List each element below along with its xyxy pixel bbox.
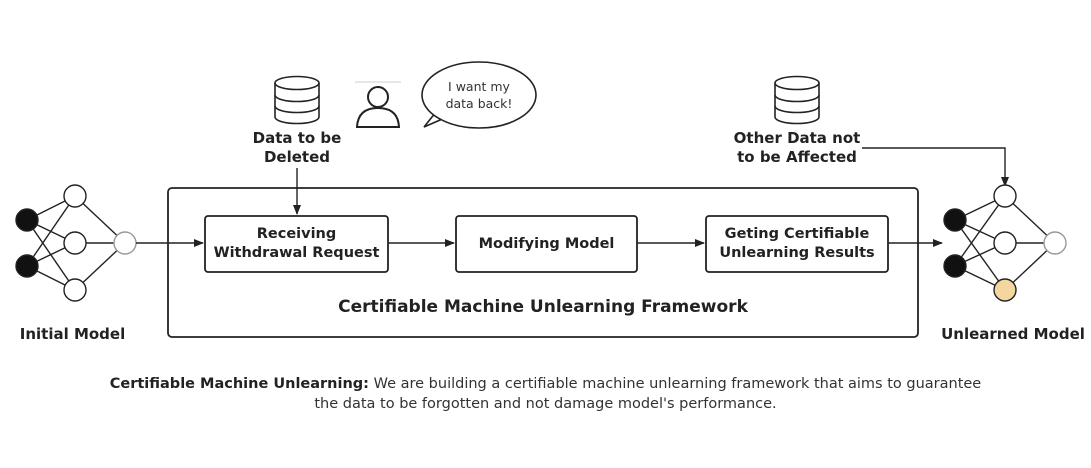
speech-bubble — [421, 61, 537, 129]
unlearned-model-network — [943, 184, 1067, 302]
user-icon — [355, 81, 401, 128]
hidden-node — [63, 231, 87, 255]
hidden-node — [63, 184, 87, 208]
step-receiving-line2: Withdrawal Request — [213, 245, 380, 261]
data-to-delete-label: Data to be Deleted — [222, 129, 372, 167]
hidden-node — [63, 278, 87, 302]
speech-line2: data back! — [445, 96, 513, 111]
step-box-receiving — [204, 215, 389, 273]
step-modifying-label: Modifying Model — [456, 216, 637, 272]
initial-model-label: Initial Model — [19, 325, 126, 343]
other-data-arrow — [862, 147, 1009, 187]
caption: Certifiable Machine Unlearning: We are b… — [100, 374, 991, 414]
speech-line1: I want my — [448, 79, 510, 94]
input-node — [943, 254, 967, 278]
other-data-label: Other Data not to be Affected — [722, 129, 872, 167]
caption-bold: Certifiable Machine Unlearning: — [109, 376, 369, 392]
input-node — [943, 208, 967, 232]
input-node — [15, 254, 39, 278]
step-results-line1: Geting Certifiable — [724, 226, 870, 242]
changed-hidden-node — [993, 278, 1017, 302]
step-box-modifying — [455, 215, 638, 273]
step-receiving-label: Receiving Withdrawal Request — [205, 216, 388, 272]
step-box-results — [705, 215, 889, 273]
other-data-line1: Other Data not — [733, 129, 861, 147]
data-to-delete-line1: Data to be — [252, 129, 342, 147]
database-icon — [774, 75, 820, 125]
input-node — [15, 208, 39, 232]
unlearned-model-label: Unlearned Model — [941, 325, 1085, 343]
speech-bubble-text: I want my data back! — [424, 78, 534, 112]
output-node — [1043, 231, 1067, 255]
initial-model-network — [15, 184, 137, 302]
step-results-label: Geting Certifiable Unlearning Results — [706, 216, 888, 272]
other-data-line2: to be Affected — [737, 148, 857, 166]
step-receiving-line1: Receiving — [256, 226, 337, 242]
hidden-node — [993, 184, 1017, 208]
step-modifying-line1: Modifying Model — [478, 235, 615, 252]
framework-title: Certifiable Machine Unlearning Framework — [338, 297, 748, 317]
caption-text: We are building a certifiable machine un… — [314, 376, 982, 412]
database-icon — [274, 75, 320, 125]
output-node — [113, 231, 137, 255]
framework-container — [167, 187, 919, 338]
data-to-delete-line2: Deleted — [263, 148, 331, 166]
step-results-line2: Unlearning Results — [719, 245, 875, 261]
hidden-node — [993, 231, 1017, 255]
